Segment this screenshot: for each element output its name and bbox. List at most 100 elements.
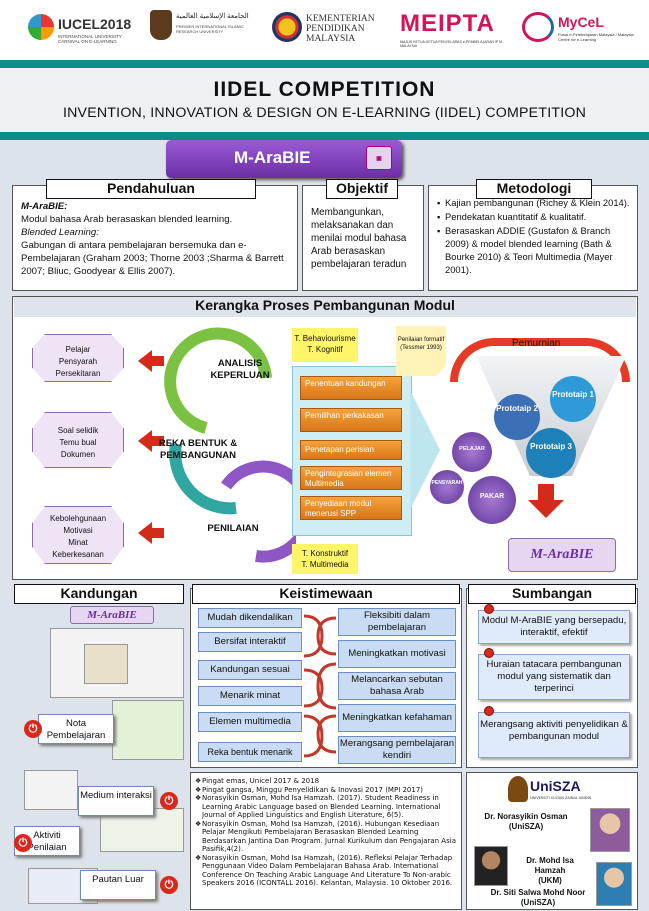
pin-icon — [484, 648, 494, 658]
step-box: Pengintegrasian elemen Multimedia — [300, 466, 402, 490]
feature-right: Fleksibiti dalam pembelajaran — [338, 608, 456, 636]
left-arrow-icon — [150, 436, 164, 446]
sumbangan-item: Huraian tatacara pembangunan modul yang … — [478, 654, 630, 700]
power-icon[interactable]: ⏻ — [160, 792, 178, 810]
role-pakar: PAKAR — [468, 476, 516, 524]
nav-medium-interaksi[interactable]: Medium interaksi — [78, 786, 154, 816]
left-arrow-icon — [138, 430, 152, 452]
prototaip-circle: Prototaip 2 — [494, 394, 540, 440]
nav-nota-pembelajaran[interactable]: Nota Pembelajaran — [38, 714, 114, 744]
left-arrow-icon — [138, 350, 152, 372]
metodologi-item: Pendekatan kuantitatif & kualitatif. — [437, 210, 631, 223]
teal-divider — [0, 132, 649, 140]
screenshot-thumbnail — [112, 700, 184, 760]
feature-left: Elemen multimedia — [198, 712, 302, 732]
pendahuluan-line: Modul bahasa Arab berasaskan blended lea… — [21, 214, 233, 225]
metodologi-heading: Metodologi — [476, 179, 592, 199]
pendahuluan-line: Gabungan di antara pembelajaran bersemuk… — [21, 240, 284, 277]
sumbangan-item: Merangsang aktiviti penyelidikan & pemba… — [478, 712, 630, 758]
feature-right: Meningkatkan motivasi — [338, 640, 456, 668]
reka-bentuk-label: REKA BENTUK & PEMBANGUNAN — [158, 438, 238, 461]
kerangka-heading: Kerangka Proses Pembangunan Modul — [14, 297, 636, 317]
project-name: M-AraBIE — [234, 148, 311, 167]
screenshot-thumbnail — [24, 770, 78, 810]
pendahuluan-line: M-AraBIE: — [21, 201, 68, 212]
page-subtitle: INVENTION, INNOVATION & DESIGN ON E-LEAR… — [62, 105, 587, 121]
down-arrow-icon — [528, 500, 564, 518]
left-arrow-icon — [150, 356, 164, 366]
pin-icon — [484, 604, 494, 614]
author-3: Dr. Siti Salwa Mohd Noor(UniSZA) — [490, 888, 586, 907]
author-photo — [590, 808, 630, 852]
pendahuluan-panel: M-AraBIE: Modul bahasa Arab berasaskan b… — [12, 185, 298, 291]
kandungan-heading: Kandungan — [14, 584, 184, 604]
step-box: Penetapan perisian — [300, 440, 402, 460]
author-1: Dr. Norasyikin Osman(UniSZA) — [484, 812, 568, 831]
analisis-label: ANALISIS KEPERLUAN — [210, 358, 270, 381]
feature-left: Mudah dikendalikan — [198, 608, 302, 628]
adde-cycle-diagram — [164, 327, 296, 563]
references-panel: ❖Pingat emas, Unicel 2017 & 2018 ❖Pingat… — [190, 772, 462, 910]
book-icon: ▣ — [366, 146, 392, 170]
author-2: Dr. Mohd Isa Hamzah(UKM) — [526, 856, 574, 885]
left-arrow-icon — [138, 522, 152, 544]
feature-left: Kandungan sesuai — [198, 660, 302, 680]
objektif-panel: Membangunkan, melaksanakan dan menilai m… — [302, 185, 424, 291]
feature-right: Melancarkan sebutan bahasa Arab — [338, 672, 456, 700]
sumbangan-heading: Sumbangan — [468, 584, 636, 604]
role-pelajar: PELAJAR — [452, 432, 492, 472]
pin-icon — [484, 706, 494, 716]
reference-item: ❖Norasyikin Osman, Mohd Isa Hamzah, (201… — [195, 853, 453, 888]
feature-right: Meningkatkan kefahaman — [338, 704, 456, 732]
title-area: IIDEL COMPETITION INVENTION, INNOVATION … — [0, 68, 649, 136]
metodologi-item: Kajian pembangunan (Richey & Klein 2014)… — [437, 196, 631, 209]
metodologi-item: Berasaskan ADDIE (Gustafon & Branch 2009… — [437, 224, 631, 276]
role-pensyarah: PENSYARAH — [430, 470, 464, 504]
reference-item: ❖Pingat gangsa, Minggu Penyelidikan & In… — [195, 785, 424, 794]
author-photo — [474, 846, 508, 886]
screenshot-thumbnail — [84, 644, 128, 684]
pendahuluan-line: Blended Learning: — [21, 227, 99, 238]
power-icon[interactable]: ⏻ — [24, 720, 42, 738]
author-photo — [596, 862, 632, 906]
reference-item: ❖Pingat emas, Unicel 2017 & 2018 — [195, 777, 320, 785]
prototaip-circle: Prototaip 1 — [550, 376, 596, 422]
nav-pautan-luar[interactable]: Pautan Luar — [80, 870, 156, 900]
step-box: Penyediaan modul menerusi SPP — [300, 496, 402, 520]
project-banner: M-AraBIE ▣ — [166, 140, 402, 178]
feature-left: Reka bentuk menarik — [198, 742, 302, 762]
pendahuluan-heading: Pendahuluan — [46, 179, 256, 199]
unisza-logo: UniSZA UNIVERSITI SULTAN ZAINAL ABIDIN — [508, 774, 598, 808]
metodologi-panel: Kajian pembangunan (Richey & Klein 2014)… — [428, 185, 638, 291]
left-arrow-icon — [150, 528, 164, 538]
objektif-heading: Objektif — [326, 179, 398, 199]
feature-left: Bersifat interaktif — [198, 632, 302, 652]
feature-left: Menarik minat — [198, 686, 302, 706]
power-icon[interactable]: ⏻ — [160, 876, 178, 894]
teal-divider — [0, 60, 649, 68]
pemurnian-label: Pemurnian — [512, 338, 561, 349]
keistimewaan-heading: Keistimewaan — [192, 584, 460, 604]
page-title: IIDEL COMPETITION — [213, 78, 436, 101]
power-icon[interactable]: ⏻ — [14, 834, 32, 852]
step-box: Pemilihan perkakasan — [300, 408, 402, 432]
formatif-note: Penilaian formatif (Tessmer 1993) — [396, 326, 446, 376]
reference-item: ❖Norasyikin Osman, Mohd Isa Hamzah. (201… — [195, 794, 441, 819]
down-arrow-icon — [538, 484, 554, 500]
feature-right: Merangsang pembelajaran kendiri — [338, 736, 456, 764]
prototaip-circle: Prototaip 3 — [526, 428, 576, 478]
step-box: Penentuan kandungan — [300, 376, 402, 400]
objektif-text: Membangunkan, melaksanakan dan menilai m… — [311, 207, 407, 270]
product-label: M-AraBIE — [508, 538, 616, 572]
penilaian-label: PENILAIAN — [207, 523, 259, 534]
reference-item: ❖Norasyikin Osman, Mohd Isa Hamzah, (201… — [195, 819, 456, 854]
logo-header: IUCEL2018 INTERNATIONAL UNIVERSITY CARNI… — [0, 0, 649, 62]
sumbangan-item: Modul M-AraBIE yang bersepadu, interakti… — [478, 610, 630, 644]
kandungan-logo: M-AraBIE — [70, 606, 154, 624]
bracket-connector — [303, 614, 337, 758]
